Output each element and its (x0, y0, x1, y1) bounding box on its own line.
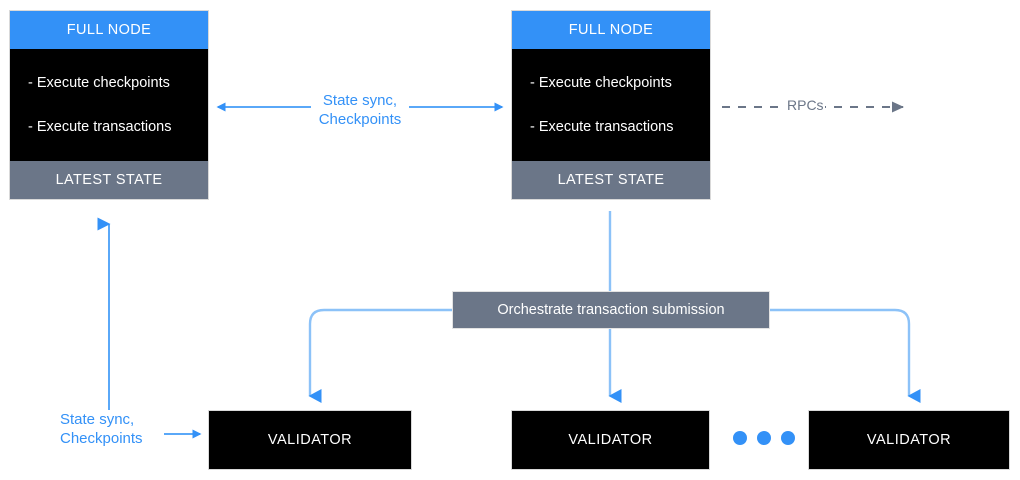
validator-3-label: VALIDATOR (866, 432, 952, 448)
ellipsis-dot-3 (781, 431, 795, 445)
full-node-right-feature-checkpoints: - Execute checkpoints (530, 75, 672, 91)
full-node-right-latest-state: LATEST STATE (512, 161, 710, 199)
validator-2-label: VALIDATOR (568, 432, 653, 448)
wire-orchestrate-to-validator3 (770, 308, 921, 403)
validator-1[interactable]: VALIDATOR (208, 410, 412, 470)
full-node-left-header: FULL NODE (10, 11, 208, 49)
full-node-right-feature-transactions: - Execute transactions (530, 119, 674, 135)
state-sync-bottom-label: State sync, Checkpoints (60, 410, 164, 448)
ellipsis-dot-2 (757, 431, 771, 445)
full-node-left-feature-transactions: - Execute transactions (28, 119, 172, 135)
full-node-right[interactable]: FULL NODE - Execute checkpoints - Execut… (511, 10, 711, 200)
full-node-left[interactable]: FULL NODE - Execute checkpoints - Execut… (9, 10, 209, 200)
state-sync-top-line1: State sync, (322, 92, 398, 109)
more-validators-ellipsis-icon (733, 431, 795, 445)
state-sync-bottom-line1: State sync, (60, 411, 135, 428)
orchestrate-transaction-submission-box[interactable]: Orchestrate transaction submission (452, 291, 770, 329)
validator-1-label: VALIDATOR (267, 432, 353, 448)
validator-3[interactable]: VALIDATOR (808, 410, 1010, 470)
full-node-left-body: - Execute checkpoints - Execute transact… (10, 49, 208, 161)
full-node-right-body: - Execute checkpoints - Execute transact… (512, 49, 710, 161)
validator-2[interactable]: VALIDATOR (511, 410, 710, 470)
rpcs-label: RPCs (786, 97, 825, 113)
full-node-left-latest-state: LATEST STATE (10, 161, 208, 199)
state-sync-bottom-line2: Checkpoints (60, 430, 143, 447)
full-node-left-feature-checkpoints: - Execute checkpoints (28, 75, 170, 91)
full-node-right-header: FULL NODE (512, 11, 710, 49)
ellipsis-dot-1 (733, 431, 747, 445)
state-sync-top-label: State sync, Checkpoints (311, 91, 409, 129)
wire-orchestrate-to-validator1 (308, 308, 452, 403)
state-sync-top-line2: Checkpoints (318, 111, 402, 128)
